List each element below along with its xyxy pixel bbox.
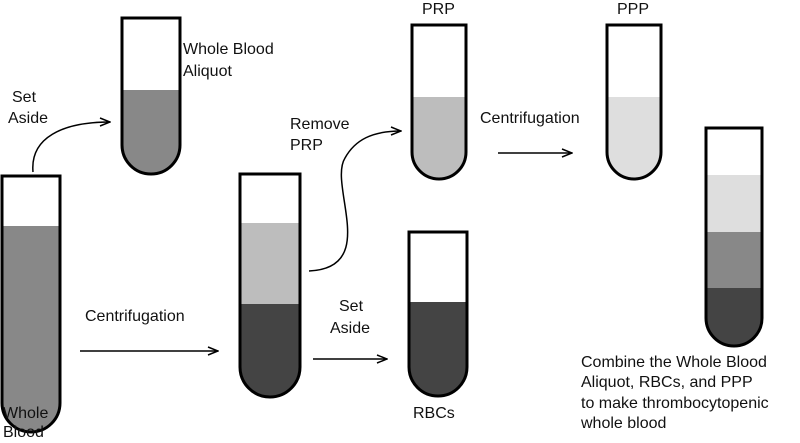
prp-tube (410, 23, 468, 181)
whole-blood-aliquot-label-line1: Whole Blood (183, 41, 274, 58)
whole-blood-label-line2: Blood (3, 424, 44, 441)
set-aside-top-label-line2: Aside (8, 110, 49, 127)
whole-blood-layer (2, 226, 60, 432)
set-aside-aliquot-arrow (32, 122, 110, 173)
whole-blood-tube (0, 174, 62, 434)
whole-blood-aliquot-label-line2: Aliquot (183, 63, 232, 80)
centrifuged-rbc-layer (240, 304, 300, 397)
rbcs-label: RBCs (413, 405, 455, 422)
set-aside-bottom-label-line1: Set (339, 298, 364, 315)
combine-caption-line3: to make thrombocytopenic (581, 395, 769, 412)
combine-caption-line2: Aliquot, RBCs, and PPP (581, 374, 753, 391)
rbc-tube-outline (407, 230, 469, 398)
ppp-title: PPP (617, 1, 650, 18)
set-aside-top-label-line1: Set (12, 89, 37, 106)
ppp-tube-outline (605, 23, 663, 181)
final-rbc-layer (706, 288, 762, 346)
whole-blood-tube-outline (0, 174, 62, 434)
remove-prp-label-line1: Remove (290, 116, 350, 133)
combine-caption-line1: Combine the Whole Blood (581, 354, 767, 371)
aliquot-whole-blood-layer (122, 90, 180, 174)
final-whole-blood-layer (706, 232, 762, 288)
ppp-tube (605, 23, 663, 181)
ppp-layer (607, 97, 661, 179)
whole-blood-label-line1: Whole (3, 405, 49, 422)
prp-layer (412, 97, 466, 179)
centrifuged-tube (238, 172, 302, 399)
centrifuged-tube-outline (238, 172, 302, 399)
set-aside-bottom-label-line2: Aside (330, 320, 371, 337)
thrombocytopenic-blood-tube (704, 126, 764, 348)
aliquot-tube-outline (120, 16, 182, 176)
final-ppp-layer (706, 175, 762, 232)
final-tube-outline (704, 126, 764, 348)
rbc-layer (409, 302, 467, 396)
centrifugation-top-label: Centrifugation (480, 110, 580, 127)
whole-blood-aliquot-tube (120, 16, 182, 176)
centrifuged-prp-layer (240, 223, 300, 304)
prp-tube-outline (410, 23, 468, 181)
prp-title: PRP (422, 1, 455, 18)
remove-prp-arrow (308, 131, 401, 272)
centrifugation-bottom-label: Centrifugation (85, 308, 185, 325)
rbc-tube (407, 230, 469, 398)
combine-caption-line4: whole blood (581, 415, 667, 432)
remove-prp-label-line2: PRP (290, 137, 323, 154)
